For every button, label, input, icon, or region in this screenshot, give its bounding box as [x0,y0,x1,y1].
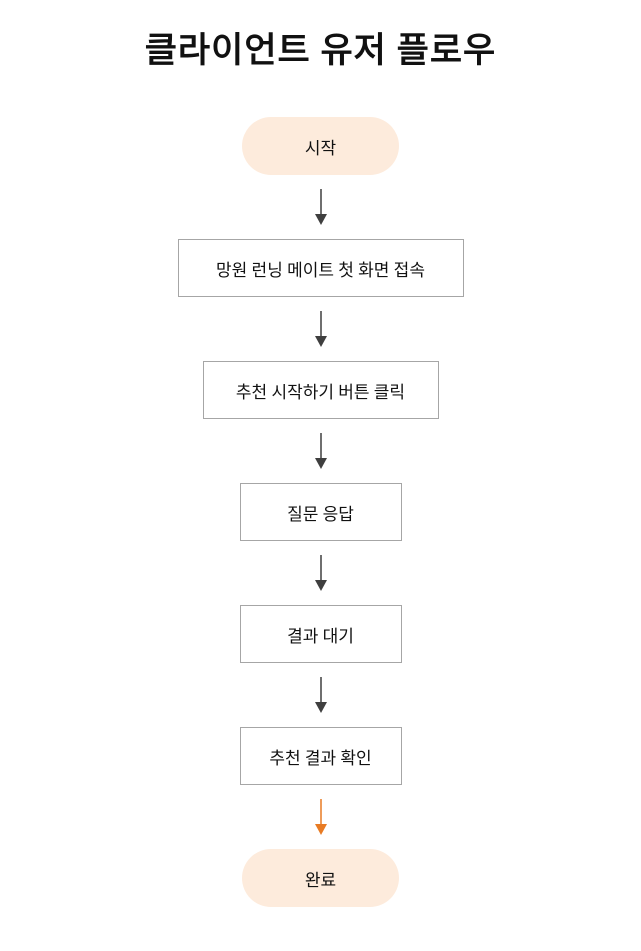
arrow-down-orange-icon [314,799,327,835]
arrow-head [314,214,327,225]
arrow-down-icon [314,189,327,225]
arrow-head [314,702,327,713]
arrow-head [314,824,327,835]
arrow-head [314,580,327,591]
flowchart: 시작 망원 런닝 메이트 첫 화면 접속 추천 시작하기 버튼 클릭 질문 응답… [177,117,464,907]
flow-node-question-answer: 질문 응답 [239,483,402,541]
arrow-head [314,336,327,347]
page-title: 클라이언트 유저 플로우 [144,31,497,70]
arrow-head [314,458,327,469]
arrow-down-icon [314,433,327,469]
flow-node-complete: 완료 [242,849,399,907]
flow-node-wait-result: 결과 대기 [239,605,402,663]
flow-node-start-button-click: 추천 시작하기 버튼 클릭 [202,361,439,419]
arrow-down-icon [314,555,327,591]
flow-node-start: 시작 [242,117,399,175]
flow-node-check-result: 추천 결과 확인 [239,727,402,785]
arrow-down-icon [314,677,327,713]
flow-node-first-screen-access: 망원 런닝 메이트 첫 화면 접속 [177,239,464,297]
arrow-down-icon [314,311,327,347]
